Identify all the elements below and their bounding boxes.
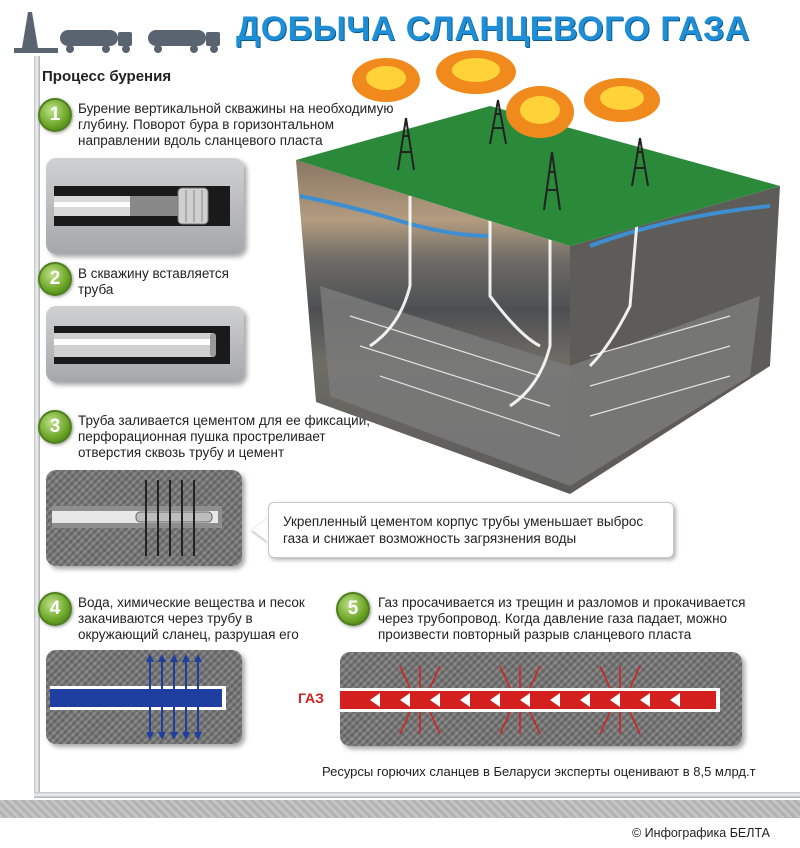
step-5-badge: 5 (336, 592, 370, 626)
step-2-badge: 2 (38, 262, 72, 296)
step-4-fracking-panel (46, 650, 242, 744)
step-3-text: Труба заливается цементом для ее фиксаци… (78, 413, 370, 460)
gas-label: ГАЗ (298, 690, 324, 706)
fracking-illustration (50, 654, 226, 740)
drill-bit-illustration (54, 186, 230, 226)
step-5-gas-panel (340, 652, 742, 746)
step-2-text: В скважину вставляется труба (78, 266, 229, 297)
step-1-drill-panel (46, 158, 244, 254)
step-1-text: Бурение вертикальной скважины на необход… (78, 101, 394, 148)
truck-icon (60, 30, 132, 53)
gas-flow-illustration (340, 665, 720, 735)
callout-box: Укрепленный цементом корпус трубы уменьш… (268, 502, 674, 558)
flame-icons (352, 50, 660, 138)
callout-pointer (252, 518, 268, 542)
pipe-line-bottom (34, 792, 800, 798)
shale-block-illustration (296, 50, 780, 494)
ground-strip (0, 800, 800, 818)
header-icons (14, 12, 220, 53)
process-subtitle: Процесс бурения (42, 68, 172, 85)
step-3-badge: 3 (38, 410, 72, 444)
truck-icon-2 (148, 30, 220, 53)
cement-pipe-illustration (52, 480, 222, 556)
derrick-icon (14, 12, 58, 53)
pipe-line-vertical (34, 56, 40, 796)
step-3-cement-panel (46, 470, 242, 566)
gas-flow-arrows (370, 693, 680, 707)
perforation-lines (145, 480, 195, 556)
page-title: ДОБЫЧА СЛАНЦЕВОГО ГАЗА (236, 10, 750, 48)
drill-bit-icon (177, 187, 209, 225)
resources-note: Ресурсы горючих сланцев в Беларуси экспе… (322, 764, 756, 779)
shale-layer (320, 286, 760, 486)
ground-surface (296, 106, 780, 246)
pipe-illustration (54, 326, 230, 364)
well-paths (369, 185, 642, 408)
fracture-arrows (149, 658, 199, 736)
credit: © Инфографика БЕЛТА (632, 826, 771, 840)
step-5-text: Газ просачивается из трещин и разломов и… (378, 595, 746, 642)
fracture-lines (349, 315, 731, 437)
step-4-badge: 4 (38, 592, 72, 626)
step-2-pipe-panel (46, 306, 244, 382)
derrick-icon-group (397, 99, 649, 211)
step-1-badge: 1 (38, 98, 72, 132)
gas-seep-lines (399, 665, 641, 735)
step-4-text: Вода, химические вещества и песок закачи… (78, 595, 305, 642)
